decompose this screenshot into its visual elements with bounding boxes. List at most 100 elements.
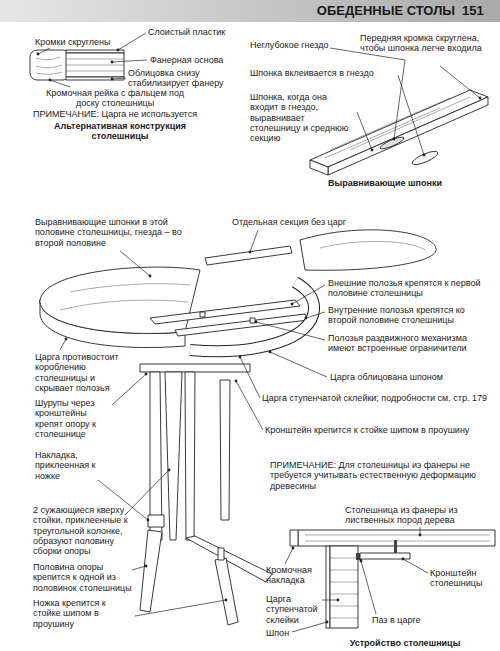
callout-label: Кронштейн крепится к стойке шипом в проу… — [265, 425, 490, 435]
top-detail — [326, 546, 330, 628]
pedestal — [140, 530, 162, 612]
header-band — [0, 0, 500, 22]
leader-line — [306, 312, 325, 318]
callout-label: Слоистый пластик — [148, 27, 258, 37]
leader-line — [250, 230, 258, 252]
leader-line — [120, 251, 150, 276]
callout-label: Ножка крепится к стойке шипом в проушину — [33, 598, 133, 629]
top-section-profile — [66, 71, 124, 72]
leader-line — [65, 338, 68, 341]
callout-label: Облицовка снизу стабилизирует фанеру — [128, 68, 248, 89]
leader-line — [291, 303, 294, 306]
leader-line — [419, 534, 422, 537]
figure-caption: Устройство столешницы — [330, 638, 480, 648]
table-top-half-right — [320, 241, 425, 250]
callout-label: Паз в царге — [372, 615, 442, 625]
leader-line — [423, 154, 426, 157]
leader-line — [112, 78, 126, 79]
leader-line — [479, 97, 482, 100]
leader-line — [60, 339, 66, 350]
pedestal — [220, 380, 230, 520]
table-top-half-left — [40, 267, 200, 347]
leader-line — [118, 33, 146, 50]
leader-line — [50, 80, 70, 87]
extension-slides — [200, 312, 205, 317]
table-top-half-right — [300, 230, 436, 270]
top-section-profile — [36, 57, 62, 74]
curved-apron — [190, 282, 314, 351]
callout-label: Накладка, приклеенная к ножке — [35, 450, 110, 481]
spline-board — [379, 135, 405, 151]
pedestal — [140, 364, 250, 372]
leader-line — [239, 356, 242, 359]
leader-line — [111, 78, 114, 81]
top-section-profile — [66, 59, 124, 60]
callout-label: Неглубокое гнездо — [250, 40, 355, 50]
page-title: ОБЕДЕННЫЕ СТОЛЫ — [250, 4, 455, 19]
leader-line — [357, 112, 372, 150]
top-detail — [394, 540, 397, 553]
leader-line — [147, 519, 150, 522]
extension-slides — [250, 318, 255, 323]
leader-line — [440, 66, 480, 98]
leader-line — [403, 559, 428, 573]
leader-line — [225, 599, 228, 602]
callout-label: Выравнивающие шпонки в этой половине сто… — [35, 217, 200, 248]
leader-line — [337, 599, 340, 602]
leader-line — [371, 149, 374, 152]
callout-label: Царга облицована шпоном — [330, 372, 470, 382]
callout-label: Передняя кромка скруглена, чтобы шпонка … — [360, 33, 495, 54]
leader-line — [240, 357, 260, 398]
callout-label: Половина опоры крепится к одной из полов… — [33, 562, 133, 593]
leader-line — [112, 60, 147, 62]
leader-line — [38, 48, 50, 54]
pedestal — [165, 372, 182, 540]
page-number: 151 — [462, 4, 496, 19]
leader-line — [285, 548, 293, 564]
table-top-half-right — [300, 230, 436, 270]
leader-line — [255, 321, 258, 324]
leader-line — [398, 75, 424, 155]
leader-line — [402, 558, 405, 561]
callout-label: Внешние полозья крепятся к первой полови… — [328, 278, 493, 299]
leader-line — [117, 49, 120, 52]
top-section-profile — [30, 50, 124, 80]
leader-line — [37, 53, 40, 56]
spline-board — [310, 160, 328, 175]
table-top-half-left — [60, 284, 190, 310]
header-band — [0, 0, 500, 22]
callout-label: Царга ступенчатой склейки; подробности с… — [262, 393, 492, 403]
curved-apron — [190, 282, 314, 351]
note-text: ПРИМЕЧАНИЕ: Для столешницы из фанеры не … — [270, 460, 495, 491]
spline-board — [411, 149, 440, 168]
leader-line — [149, 275, 152, 278]
leader-line — [168, 469, 171, 472]
callout-label: Кромки скруглены — [35, 37, 130, 47]
top-detail — [330, 546, 358, 628]
top-detail — [290, 530, 495, 628]
table-top-half-left — [40, 267, 200, 333]
callout-label: Шпонка вклеивается в гнездо — [250, 68, 390, 78]
leader-line — [326, 621, 329, 624]
leader-line — [125, 470, 169, 515]
callout-label: Царга противостоит короблению столешницы… — [35, 352, 120, 393]
callout-label: Отдельная секция без царг — [232, 217, 382, 227]
top-section-profile — [30, 50, 70, 80]
leader-line — [145, 565, 148, 568]
top-detail — [330, 558, 358, 618]
pedestal — [148, 515, 164, 527]
extension-slides — [150, 300, 308, 336]
leader-line — [269, 351, 272, 354]
spline-board — [328, 97, 488, 175]
pedestal — [185, 372, 195, 540]
callout-label: Кромочная накладка — [266, 565, 324, 586]
leader-line — [132, 566, 146, 570]
leader-line — [305, 317, 308, 320]
curved-apron — [190, 282, 314, 351]
leader-line — [235, 380, 238, 383]
top-section-profile — [66, 53, 124, 77]
top-detail — [290, 530, 298, 546]
callout-label: Фанерная основа — [150, 55, 260, 65]
leader-line — [256, 322, 325, 340]
